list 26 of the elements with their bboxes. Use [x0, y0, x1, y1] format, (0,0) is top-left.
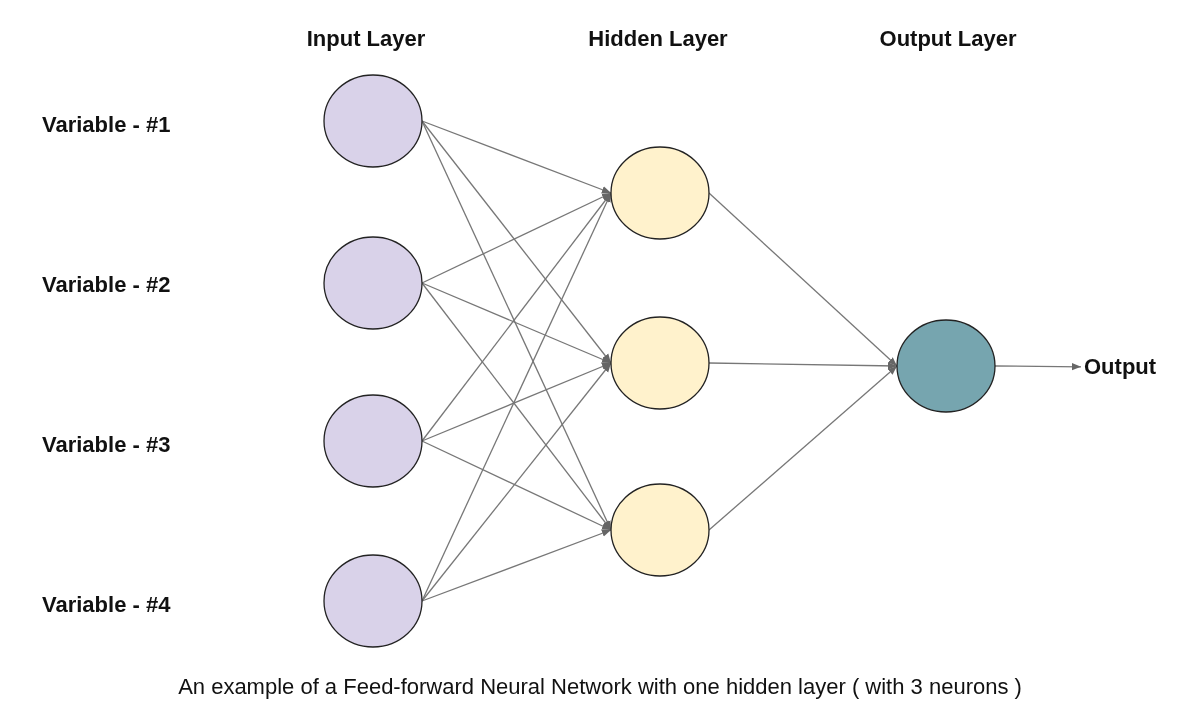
output-label: Output	[1084, 354, 1157, 380]
arrow	[421, 192, 612, 442]
variable-label: Variable - #2	[42, 272, 171, 298]
arrow	[708, 365, 898, 531]
neuron-circle	[610, 316, 710, 410]
neuron-circle	[323, 236, 423, 330]
arrow	[708, 192, 898, 367]
neuron-circle	[323, 554, 423, 648]
arrow	[421, 362, 612, 442]
variable-label: Variable - #1	[42, 112, 171, 138]
variable-label: Variable - #3	[42, 432, 171, 458]
layer-heading: Hidden Layer	[588, 26, 728, 52]
layer-heading: Input Layer	[306, 26, 426, 52]
layer-heading: Output Layer	[879, 26, 1017, 52]
arrow	[421, 192, 612, 284]
neuron-circle	[610, 146, 710, 240]
caption: An example of a Feed-forward Neural Network with one hidden layer ( with 3 neurons )	[178, 674, 1022, 700]
neuron-circle	[610, 483, 710, 577]
neuron-circle	[896, 319, 996, 413]
arrow	[421, 120, 612, 364]
arrow	[421, 282, 612, 531]
neuron-circle	[323, 74, 423, 168]
arrow	[421, 362, 612, 602]
variable-label: Variable - #4	[42, 592, 171, 618]
arrow	[421, 529, 612, 602]
neuron-circle	[323, 394, 423, 488]
